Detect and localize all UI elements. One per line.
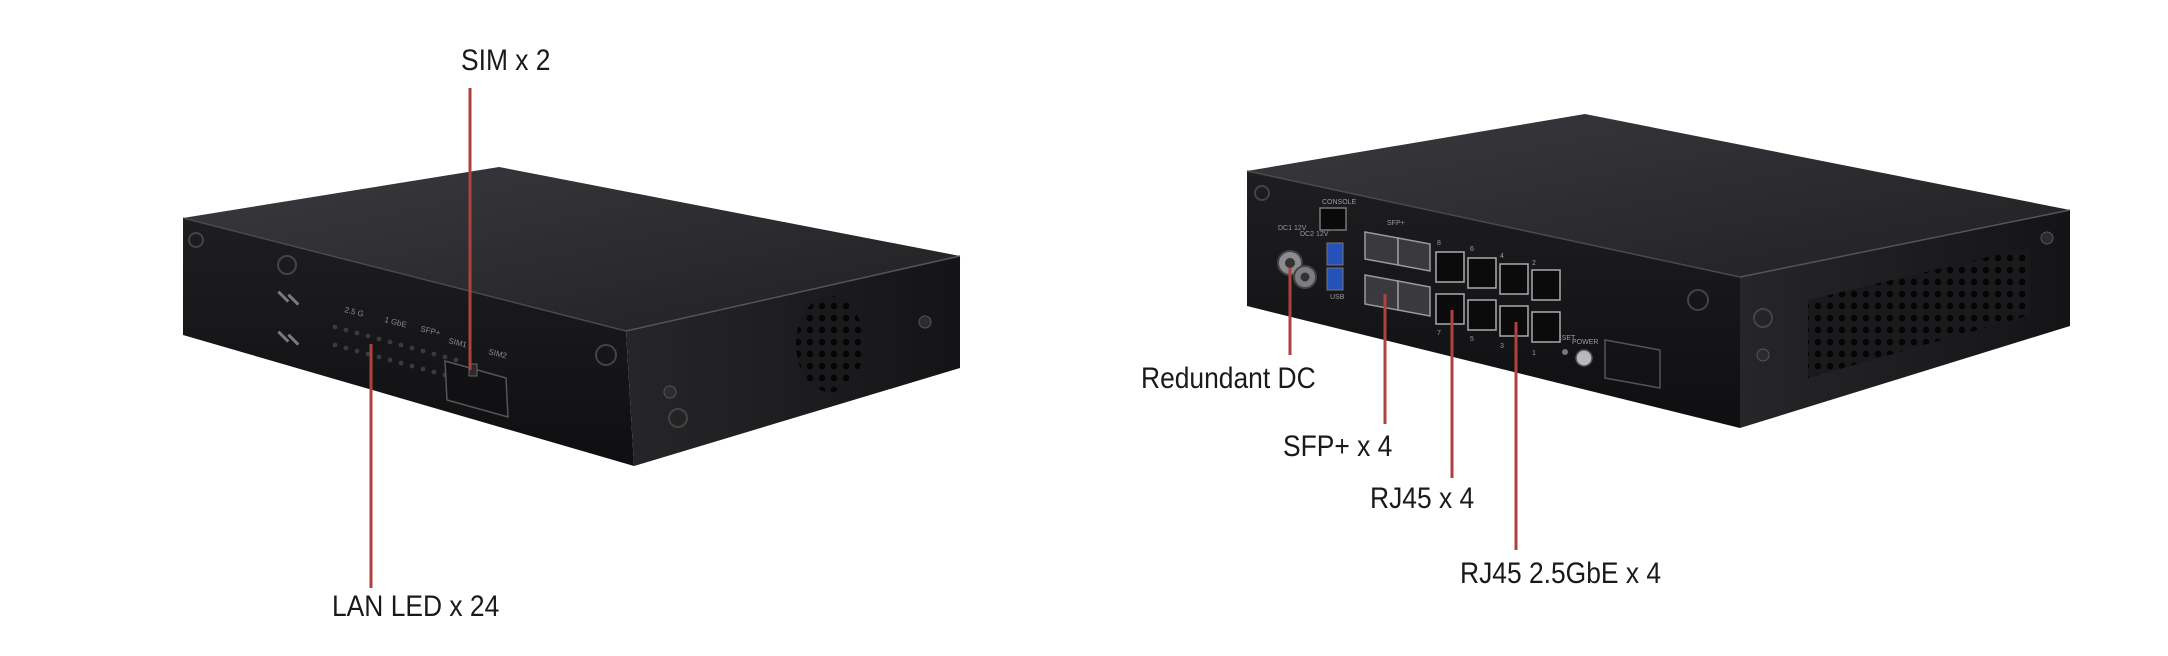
rear-device-top bbox=[1247, 114, 2070, 277]
callout-rj45-25gbe: RJ45 2.5GbE x 4 bbox=[1460, 557, 1662, 590]
screw-icon bbox=[277, 255, 297, 275]
callout-sim: SIM x 2 bbox=[461, 44, 551, 77]
screw-icon bbox=[1254, 185, 1270, 201]
front-device-top bbox=[183, 167, 960, 331]
rj45-block bbox=[1435, 251, 1497, 331]
port-num-5: 5 bbox=[1470, 336, 1474, 343]
system-status-leds bbox=[277, 290, 300, 346]
port-num-8: 8 bbox=[1437, 240, 1441, 247]
rear-side-vent bbox=[1808, 247, 2030, 378]
port-num-1: 1 bbox=[1532, 350, 1536, 357]
rear-device: CONSOLE USB DC1 12V DC2 12V SFP+ RESET P… bbox=[1246, 114, 2071, 428]
port-num-4: 4 bbox=[1500, 253, 1504, 260]
power-label: POWER bbox=[1572, 339, 1598, 346]
screw-icon bbox=[1687, 289, 1709, 311]
console-label: CONSOLE bbox=[1322, 199, 1357, 206]
side-vent-grille bbox=[796, 296, 864, 392]
usb-port bbox=[1326, 267, 1344, 291]
port-num-3: 3 bbox=[1500, 343, 1504, 350]
screw-icon bbox=[918, 315, 932, 329]
sim-slot-cover bbox=[444, 359, 509, 419]
usb-label: USB bbox=[1330, 294, 1345, 301]
sfp-panel-label: SFP+ bbox=[1387, 220, 1405, 227]
screw-icon bbox=[2040, 231, 2054, 245]
reset-label: RESET bbox=[1552, 335, 1576, 342]
power-button bbox=[1575, 349, 1593, 367]
label-plate bbox=[1604, 339, 1661, 389]
sfp-cages bbox=[1364, 231, 1431, 317]
port-num-6: 6 bbox=[1470, 246, 1474, 253]
callout-lines bbox=[369, 88, 1518, 588]
port-num-7: 7 bbox=[1437, 330, 1441, 337]
front-device-side bbox=[626, 256, 960, 466]
front-device-front-face bbox=[183, 218, 634, 466]
rj45-25gbe-block bbox=[1499, 263, 1561, 343]
callout-rj45: RJ45 x 4 bbox=[1370, 482, 1475, 515]
reset-button bbox=[1562, 349, 1568, 355]
front-device: 2.5 G 1 GbE SFP+ SIM1 SIM2 bbox=[182, 167, 961, 466]
screw-icon bbox=[663, 385, 677, 399]
screw-icon bbox=[595, 344, 617, 366]
screw-icon bbox=[1753, 308, 1773, 328]
port-num-2: 2 bbox=[1532, 260, 1536, 267]
callout-lan-led: LAN LED x 24 bbox=[332, 590, 500, 623]
console-port bbox=[1319, 207, 1347, 231]
dc1-label: DC1 12V bbox=[1278, 225, 1307, 232]
usb-port bbox=[1326, 242, 1344, 266]
dc-connectors bbox=[1277, 250, 1317, 289]
screw-icon bbox=[1756, 348, 1770, 362]
screw-icon bbox=[668, 408, 688, 428]
callout-sfp: SFP+ x 4 bbox=[1283, 430, 1393, 463]
dc2-label: DC2 12V bbox=[1300, 231, 1329, 238]
screw-icon bbox=[188, 232, 204, 248]
callout-redundant-dc: Redundant DC bbox=[1141, 362, 1316, 395]
